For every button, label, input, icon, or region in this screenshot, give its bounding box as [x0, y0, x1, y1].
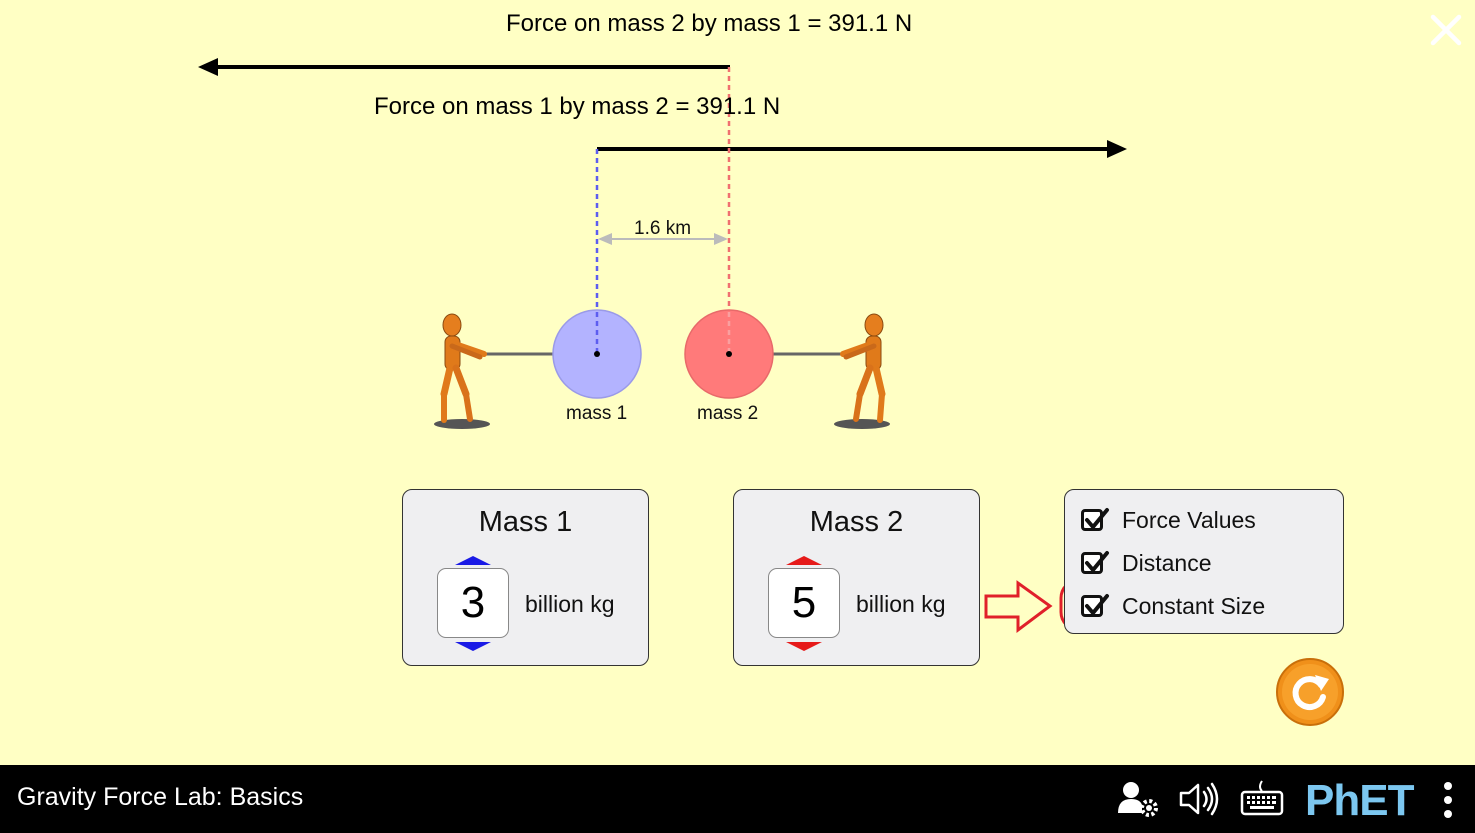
force-values-checkbox-row[interactable]: Force Values [1081, 504, 1256, 536]
force-on-mass-1-label: Force on mass 1 by mass 2 = 391.1 N [374, 93, 781, 120]
checkmark-icon [1085, 508, 1109, 529]
puller-left-figure [434, 313, 490, 429]
mass-2-panel-title: Mass 2 [809, 506, 904, 538]
distance-arrow-left-head [598, 233, 612, 245]
distance-checkbox[interactable] [1081, 551, 1109, 574]
play-area [198, 58, 1287, 633]
mass-2-decrement-arrow-icon[interactable] [786, 642, 822, 651]
mass-2-control-panel: Mass 2 5 billion kg [733, 489, 980, 666]
mass-2-value-spinner[interactable]: 5 [768, 568, 840, 638]
mass-1-decrement-arrow-icon[interactable] [455, 642, 491, 651]
mass-1-panel-title: Mass 1 [478, 506, 573, 538]
constant-size-checkbox-row[interactable]: Constant Size [1081, 590, 1265, 622]
mass-1-label: mass 1 [566, 403, 628, 424]
force-on-mass-2-label: Force on mass 2 by mass 1 = 391.1 N [506, 10, 913, 37]
distance-label: 1.6 km [634, 218, 692, 239]
checkmark-icon [1085, 551, 1109, 572]
checkmark-icon [1085, 594, 1109, 615]
annotation-arrow [984, 580, 1053, 633]
sound-icon[interactable] [1178, 779, 1222, 819]
user-settings-icon[interactable] [1116, 779, 1160, 819]
sim-screen: Force on mass 2 by mass 1 = 391.1 N Forc… [198, 10, 1464, 727]
force-arrow-on-mass-2-head [198, 58, 218, 76]
mass-1-unit: billion kg [525, 591, 615, 617]
distance-checkbox-row[interactable]: Distance [1081, 547, 1211, 579]
force-values-checkbox[interactable] [1081, 508, 1109, 531]
vertical-dots-menu-icon[interactable] [1438, 781, 1458, 819]
mass-2-label: mass 2 [697, 403, 759, 424]
mass-2-center-dot [726, 351, 732, 357]
navigation-bar: Gravity Force Lab: Basics PhET [0, 765, 1475, 833]
close-icon[interactable] [1428, 12, 1464, 48]
reset-all-button[interactable] [1275, 657, 1345, 727]
mass-1-center-dot [594, 351, 600, 357]
force-values-label: Force Values [1122, 506, 1256, 533]
mass-1-value-spinner[interactable]: 3 [437, 568, 509, 638]
sim-title: Gravity Force Lab: Basics [17, 783, 304, 811]
distance-arrow-right-head [714, 233, 728, 245]
reset-all-icon [1292, 675, 1329, 711]
options-panel: Force Values Distance Constant Size [1064, 489, 1344, 634]
mass-2-unit: billion kg [856, 591, 946, 617]
keyboard-icon[interactable] [1240, 779, 1284, 819]
distance-option-label: Distance [1122, 549, 1212, 576]
mass-2-increment-arrow-icon[interactable] [786, 556, 822, 565]
mass-1-control-panel: Mass 1 3 billion kg [402, 489, 649, 666]
mass-1-increment-arrow-icon[interactable] [455, 556, 491, 565]
force-arrow-on-mass-1-head [1107, 140, 1127, 158]
constant-size-label: Constant Size [1122, 592, 1266, 619]
constant-size-checkbox[interactable] [1081, 594, 1109, 617]
phet-logo[interactable]: PhET [1305, 776, 1414, 825]
puller-right-figure [834, 313, 890, 429]
